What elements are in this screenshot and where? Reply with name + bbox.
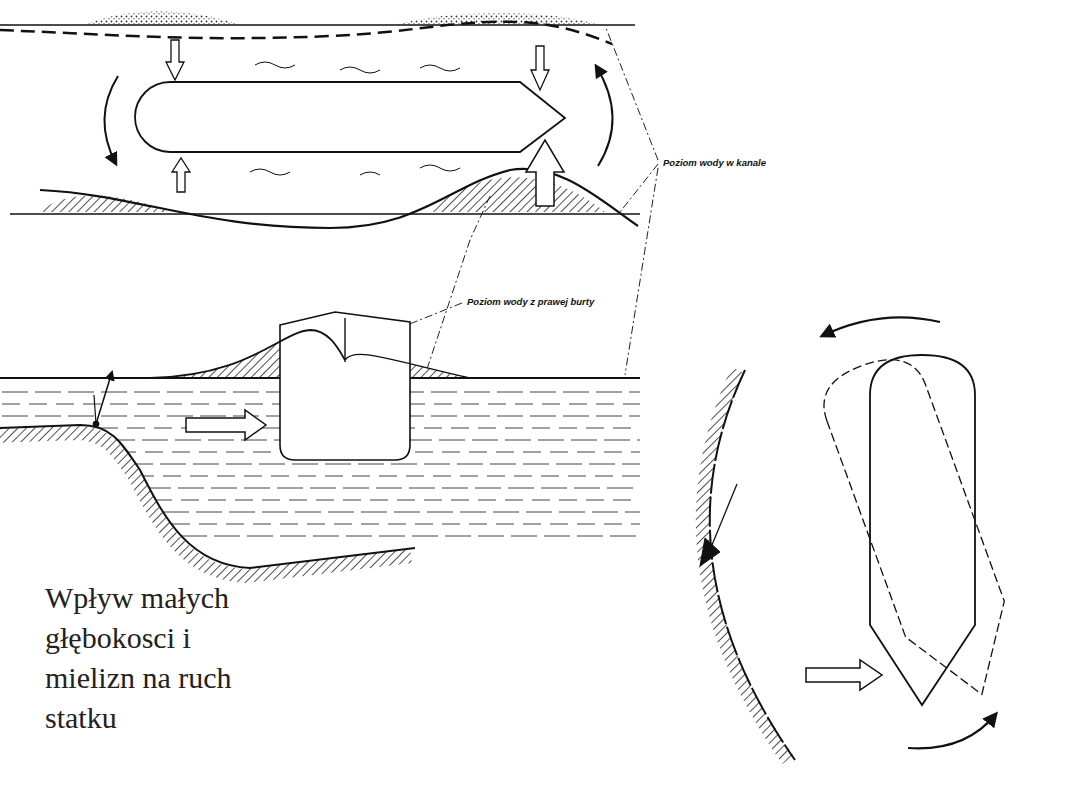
cross-section — [0, 312, 640, 576]
bank-turn-view — [700, 317, 1032, 760]
caption-text: Wpływ małych głębokosci i mielizn na ruc… — [45, 578, 245, 738]
plan-view — [0, 11, 640, 228]
water-level-label: Poziom wody z prawej burty — [466, 296, 595, 307]
water-level-label: Poziom wody w kanale — [662, 157, 767, 168]
